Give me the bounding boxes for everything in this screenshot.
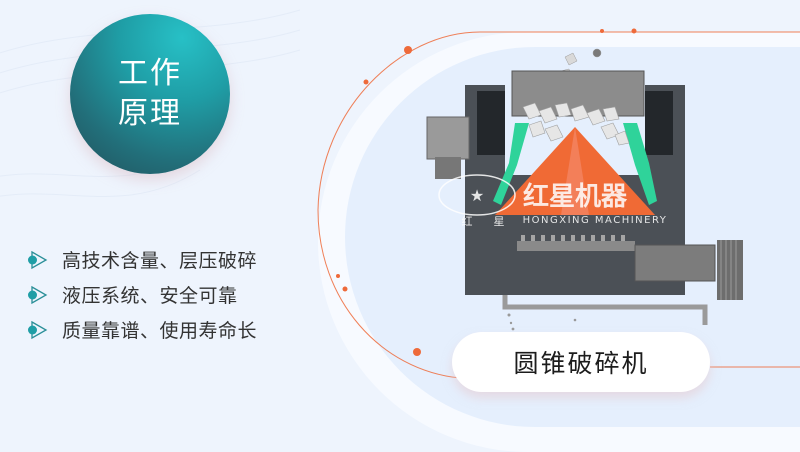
brand-watermark: ★ 红星机器 HONGXING MACHINERY 红 星: [438, 174, 668, 228]
feature-item: 高技术含量、层压破碎: [26, 242, 257, 277]
orbit-dot: [342, 286, 348, 292]
orbit-dot: [600, 29, 604, 33]
product-name-text: 圆锥破碎机: [513, 349, 649, 378]
working-principle-badge: 工作 原理: [70, 14, 230, 174]
product-name-label: 圆锥破碎机: [452, 332, 710, 392]
feature-list: 高技术含量、层压破碎 液压系统、安全可靠 质量靠谱、使用寿命长: [26, 242, 257, 347]
badge-line-1: 工作: [118, 56, 182, 91]
badge-line-2: 原理: [118, 96, 182, 131]
svg-text:红: 红: [462, 215, 473, 228]
orbit-dot: [631, 28, 637, 34]
feature-item: 质量靠谱、使用寿命长: [26, 312, 257, 347]
cone-crusher-illustration: ★ 红星机器 HONGXING MACHINERY 红 星: [426, 48, 743, 331]
feature-text: 质量靠谱、使用寿命长: [62, 320, 258, 342]
banner: 工作 原理 高技术含量、层压破碎 液压系统、安全可靠 质量靠谱、使用寿命长: [26, 14, 800, 427]
triangle-arrow-bullet-icon: [28, 285, 48, 304]
orbit-dot: [336, 274, 340, 278]
orbit-line: [317, 28, 800, 379]
feature-item: 液压系统、安全可靠: [26, 277, 257, 312]
triangle-arrow-bullet-icon: [28, 320, 48, 339]
svg-text:★: ★: [470, 186, 484, 205]
orbit-dot: [413, 348, 421, 356]
triangle-arrow-bullet-icon: [28, 250, 48, 269]
feature-text: 高技术含量、层压破碎: [62, 250, 258, 272]
svg-text:红星机器: 红星机器: [523, 181, 628, 212]
orbit-dot: [363, 79, 369, 85]
svg-text:HONGXING MACHINERY: HONGXING MACHINERY: [523, 215, 668, 226]
svg-text:星: 星: [494, 215, 505, 228]
feature-text: 液压系统、安全可靠: [62, 285, 238, 307]
orbit-dot: [404, 46, 412, 54]
